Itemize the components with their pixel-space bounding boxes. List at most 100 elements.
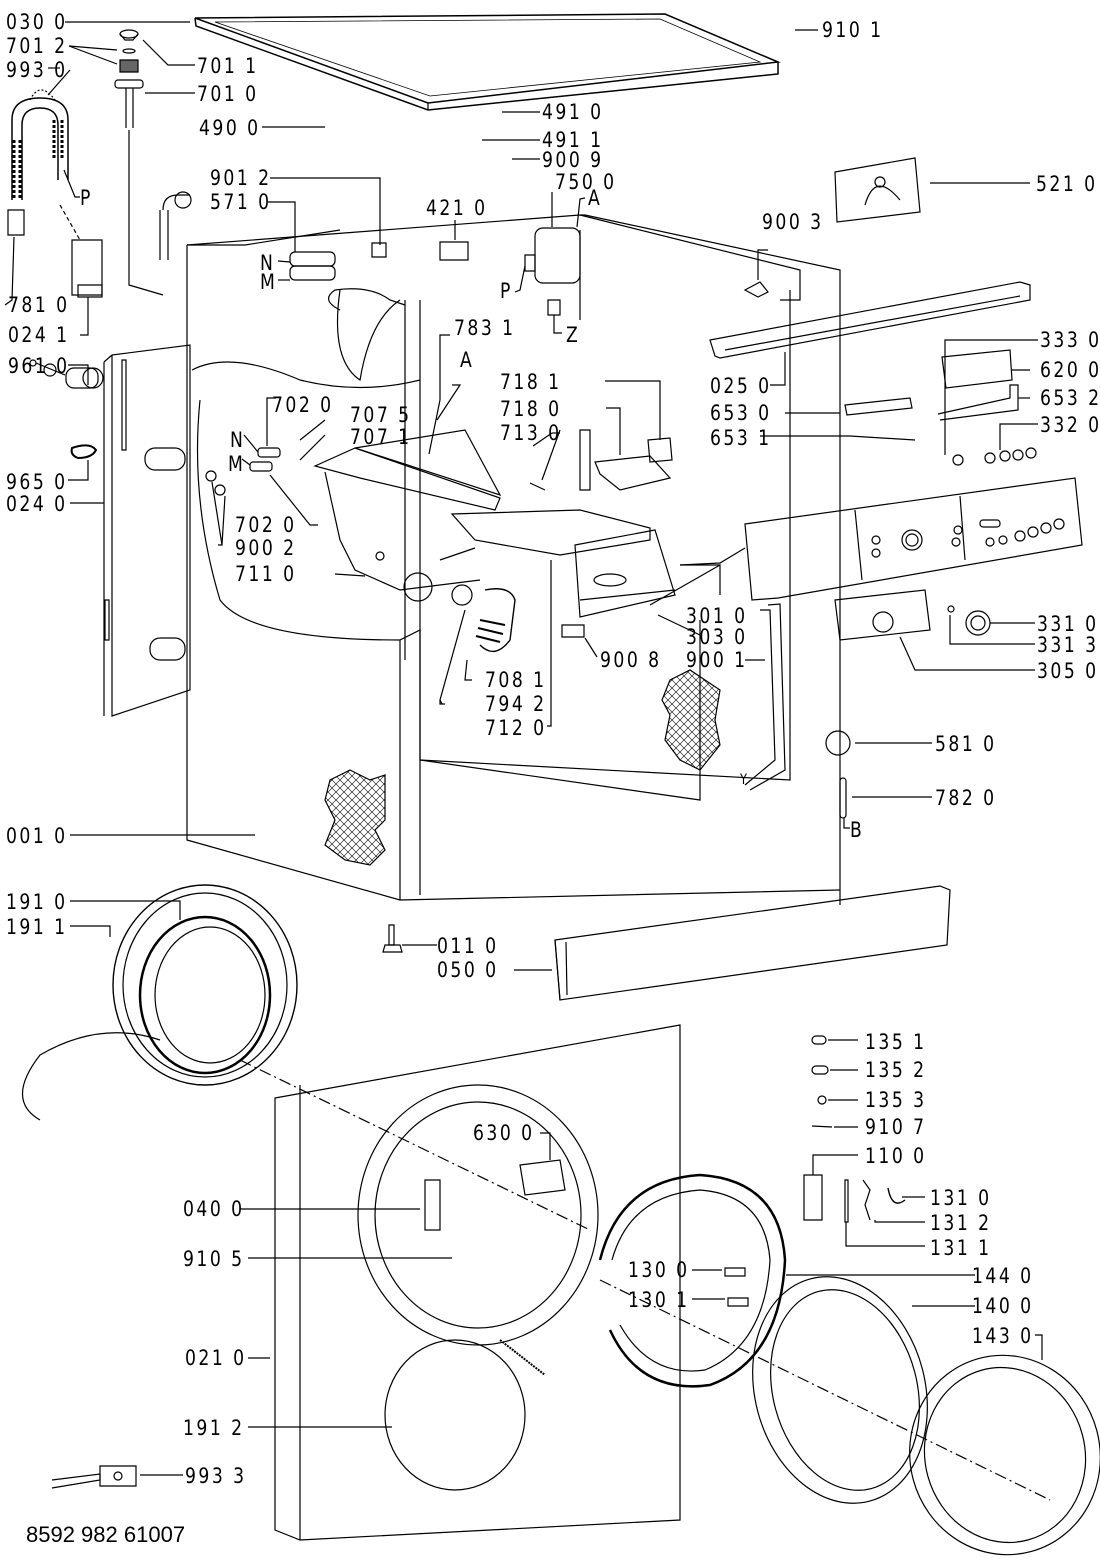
door-glass-drawing: [728, 1257, 952, 1523]
connector-block-421: [440, 242, 468, 260]
callout-783-1: 783 1: [454, 316, 516, 340]
callout-131-0: 131 0: [930, 1186, 992, 1210]
callout-303-0: 303 0: [686, 625, 748, 649]
inlet-fittings: [115, 30, 163, 295]
door-gasket-drawing: [113, 885, 297, 1085]
callout-130-1: 130 1: [628, 1288, 690, 1312]
insulation-pad-left: [325, 770, 385, 865]
marker-n-valve: N: [260, 251, 276, 275]
callout-630-0: 630 0: [473, 1121, 535, 1145]
front-panel-drawing: [275, 1025, 680, 1540]
callout-110-0: 110 0: [865, 1144, 927, 1168]
callout-301-0: 301 0: [686, 604, 748, 628]
siphon-cap-drawing: [648, 438, 672, 462]
callout-331-0: 331 0: [1037, 612, 1099, 636]
door-handle-drawing: [804, 1175, 822, 1220]
pressure-switch-drawing: [826, 731, 850, 755]
callout-718-1: 718 1: [500, 370, 562, 394]
callout-025-0: 025 0: [710, 374, 772, 398]
callout-130-0: 130 0: [628, 1258, 690, 1282]
callout-713-0: 713 0: [500, 421, 562, 445]
callout-653-0: 653 0: [710, 401, 772, 425]
electronic-module-drawing: [835, 158, 920, 222]
softener-insert-drawing: [595, 456, 670, 490]
callout-021-0: 021 0: [185, 1346, 247, 1370]
callout-718-0: 718 0: [500, 397, 562, 421]
elbow-drawing: [160, 192, 191, 260]
top-cover-drawing: [195, 14, 778, 110]
callout-191-2: 191 2: [183, 1416, 245, 1440]
marker-a-chamber: A: [588, 186, 603, 210]
hinge-block-130-0: [725, 1268, 745, 1276]
callout-191-0: 191 0: [6, 890, 68, 914]
callout-571-0: 571 0: [210, 190, 272, 214]
push-buttons-drawing: [953, 448, 1036, 465]
callout-750-0: 750 0: [555, 170, 617, 194]
marker-p-hose: P: [80, 186, 93, 210]
callout-900-3: 900 3: [762, 210, 824, 234]
callout-701-0: 701 0: [197, 82, 259, 106]
marker-m-valve: M: [260, 270, 278, 294]
callout-901-2: 901 2: [210, 166, 272, 190]
callout-794-2: 794 2: [485, 692, 547, 716]
callout-011-0: 011 0: [437, 934, 499, 958]
display-pcb-drawing: [942, 350, 1012, 388]
callout-135-3: 135 3: [865, 1088, 927, 1112]
callout-900-1: 900 1: [686, 648, 748, 672]
callout-332-0: 332 0: [1040, 413, 1100, 437]
callout-040-0: 040 0: [183, 1197, 245, 1221]
callout-701-1: 701 1: [197, 54, 259, 78]
door-lock-drawing: [520, 1160, 565, 1195]
door-frame-inner-drawing: [600, 1175, 785, 1386]
callout-781-0: 781 0: [8, 293, 70, 317]
hose-bracket-993-drawing: [5, 70, 70, 305]
callout-490-0: 490 0: [199, 116, 261, 140]
dispenser-hose-drawing: [480, 589, 515, 652]
callout-708-1: 708 1: [485, 668, 547, 692]
dispenser-drawer-drawing: [452, 510, 675, 617]
callout-910-1: 910 1: [822, 18, 884, 42]
callout-910-5: 910 5: [183, 1247, 245, 1271]
callout-910-7: 910 7: [865, 1115, 927, 1139]
callout-001-0: 001 0: [6, 824, 68, 848]
callout-581-0: 581 0: [935, 732, 997, 756]
transport-bolt-drawing: [30, 360, 103, 388]
pressure-tube-drawing: [840, 778, 846, 818]
callout-030-0: 030 0: [6, 10, 68, 34]
callout-653-2: 653 2: [1040, 386, 1100, 410]
callout-961-0: 961 0: [8, 354, 70, 378]
control-panel-drawing: [745, 478, 1082, 600]
callout-333-0: 333 0: [1040, 328, 1100, 352]
marker-m-connector: M: [228, 452, 246, 476]
dispenser-housing-drawing: [315, 430, 500, 601]
hinge-drawing: [425, 1180, 440, 1230]
hinge-block-130-1: [728, 1298, 748, 1306]
callout-131-2: 131 2: [930, 1211, 992, 1235]
inlet-valve-drawing: [268, 202, 335, 280]
button-rail-drawing: [938, 385, 1018, 420]
top-crossbar-drawing: [710, 282, 1030, 385]
pressure-chamber-drawing: [515, 228, 580, 333]
callout-305-0: 305 0: [1037, 659, 1099, 683]
cable-holder-drawing: [562, 625, 584, 637]
callout-144-0: 144 0: [972, 1264, 1034, 1288]
program-knob-drawing: [966, 611, 990, 635]
marker-n-connector: N: [230, 428, 246, 452]
drawer-guide-bar: [580, 430, 590, 490]
marker-y: Y: [740, 772, 750, 788]
foot-drawing: [383, 925, 402, 952]
callout-707-1: 707 1: [350, 425, 412, 449]
marker-b: B: [850, 818, 865, 842]
callout-024-0: 024 0: [6, 492, 68, 516]
callout-143-0: 143 0: [972, 1324, 1034, 1348]
callout-491-1: 491 1: [542, 128, 604, 152]
callout-702-0-bottom: 702 0: [235, 513, 297, 537]
callout-965-0: 965 0: [6, 470, 68, 494]
callout-421-0: 421 0: [426, 196, 488, 220]
marker-z: Z: [566, 323, 581, 347]
callout-702-0-top: 702 0: [272, 393, 334, 417]
callout-191-1: 191 1: [6, 915, 68, 939]
callout-782-0: 782 0: [935, 786, 997, 810]
callout-131-1: 131 1: [930, 1236, 992, 1260]
